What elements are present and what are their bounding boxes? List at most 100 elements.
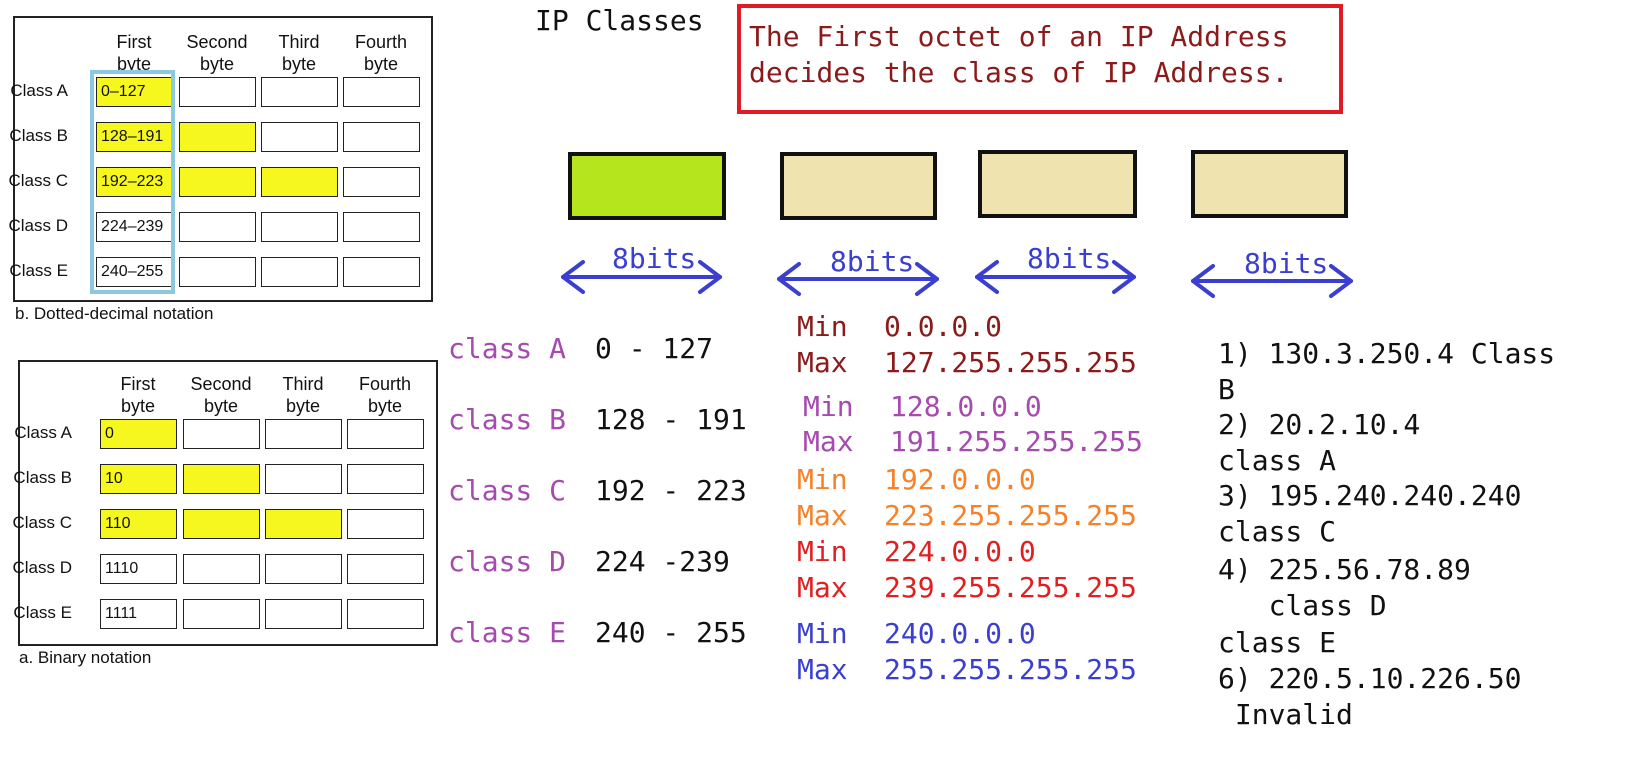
- max-address: 223.255.255.255: [884, 499, 1137, 532]
- byte-cell: [343, 77, 420, 107]
- row-label: Class B: [9, 126, 68, 145]
- example-line: class D: [1218, 589, 1387, 622]
- first-byte-highlight: [90, 70, 175, 294]
- octet-box-2: [780, 152, 937, 220]
- min-label: Min: [797, 310, 848, 343]
- column-header-line: Second: [186, 32, 248, 52]
- note-line-2: decides the class of IP Address.: [749, 56, 1289, 89]
- class-range: 224 -239: [595, 545, 730, 578]
- byte-cell: [183, 464, 260, 494]
- column-header-line: First: [116, 32, 152, 52]
- class-name: class C: [448, 474, 567, 507]
- bits-label-2: 8bits: [830, 245, 915, 278]
- column-header-line: byte: [285, 396, 321, 416]
- min-label: Min: [797, 535, 848, 568]
- example-line: class E: [1218, 626, 1337, 659]
- byte-cell: [261, 167, 338, 197]
- bits-label-1: 8bits: [612, 242, 697, 275]
- max-address: 191.255.255.255: [890, 425, 1143, 458]
- column-header-line: byte: [203, 396, 239, 416]
- byte-cell: [265, 419, 342, 449]
- byte-cell: [347, 554, 424, 584]
- first-byte-cell: 10: [100, 464, 177, 494]
- max-label: Max: [797, 653, 848, 686]
- column-header-line: byte: [281, 54, 317, 74]
- example-line: 4) 225.56.78.89: [1218, 553, 1471, 586]
- row-label: Class E: [9, 261, 68, 280]
- example-line: 1) 130.3.250.4 Class: [1218, 337, 1556, 370]
- byte-cell: [343, 212, 420, 242]
- bits-arrow-1: [561, 260, 722, 294]
- byte-cell: [347, 464, 424, 494]
- example-line: 6) 220.5.10.226.50: [1218, 662, 1522, 695]
- byte-cell: [179, 77, 256, 107]
- note-line-1: The First octet of an IP Address: [749, 20, 1289, 53]
- class-name: class E: [448, 616, 567, 649]
- example-line: B: [1218, 373, 1235, 406]
- bits-label-3: 8bits: [1027, 242, 1112, 275]
- byte-cell: [179, 212, 256, 242]
- max-label: Max: [803, 425, 854, 458]
- dotted-decimal-table: [13, 16, 433, 302]
- bits-arrow-4: [1191, 264, 1353, 298]
- binary-caption: a. Binary notation: [19, 648, 152, 667]
- byte-cell: [343, 122, 420, 152]
- byte-cell: [265, 599, 342, 629]
- min-address: 0.0.0.0: [884, 310, 1003, 343]
- bits-label-4: 8bits: [1244, 247, 1329, 280]
- max-label: Max: [797, 571, 848, 604]
- bits-arrow-3: [975, 260, 1136, 294]
- column-header-line: byte: [367, 396, 403, 416]
- first-byte-cell: 1111: [100, 599, 177, 629]
- octet-box-3: [978, 150, 1137, 218]
- column-header-line: Second: [190, 374, 252, 394]
- row-label: Class C: [8, 171, 68, 190]
- row-label: Class E: [13, 603, 72, 622]
- min-address: 240.0.0.0: [884, 617, 1036, 650]
- example-line: class C: [1218, 515, 1337, 548]
- class-name: class B: [448, 403, 567, 436]
- max-address: 127.255.255.255: [884, 346, 1137, 379]
- byte-cell: [179, 167, 256, 197]
- byte-cell: [179, 122, 256, 152]
- byte-cell: [343, 167, 420, 197]
- byte-cell: [347, 509, 424, 539]
- byte-cell: [265, 554, 342, 584]
- first-byte-cell: 128–191: [96, 122, 173, 152]
- first-byte-cell: 224–239: [96, 212, 173, 242]
- row-label: Class C: [12, 513, 72, 532]
- first-byte-cell: 0: [100, 419, 177, 449]
- example-line: 2) 20.2.10.4: [1218, 408, 1421, 441]
- max-label: Max: [797, 499, 848, 532]
- column-header-line: byte: [120, 396, 156, 416]
- first-byte-cell: 0–127: [96, 77, 173, 107]
- column-header-line: Third: [282, 374, 324, 394]
- min-label: Min: [797, 617, 848, 650]
- max-label: Max: [797, 346, 848, 379]
- example-line: 3) 195.240.240.240: [1218, 479, 1522, 512]
- first-byte-cell: 192–223: [96, 167, 173, 197]
- byte-cell: [347, 419, 424, 449]
- row-label: Class D: [8, 216, 68, 235]
- example-line: Invalid: [1218, 698, 1353, 731]
- page-title: IP Classes: [535, 4, 704, 37]
- byte-cell: [265, 464, 342, 494]
- min-address: 224.0.0.0: [884, 535, 1036, 568]
- byte-cell: [265, 509, 342, 539]
- class-name: class A: [448, 332, 567, 365]
- class-range: 128 - 191: [595, 403, 747, 436]
- class-range: 240 - 255: [595, 616, 747, 649]
- byte-cell: [183, 554, 260, 584]
- column-header-line: Fourth: [354, 32, 408, 52]
- max-address: 255.255.255.255: [884, 653, 1137, 686]
- first-byte-cell: 1110: [100, 554, 177, 584]
- example-line: class A: [1218, 444, 1337, 477]
- binary-table: [18, 360, 438, 646]
